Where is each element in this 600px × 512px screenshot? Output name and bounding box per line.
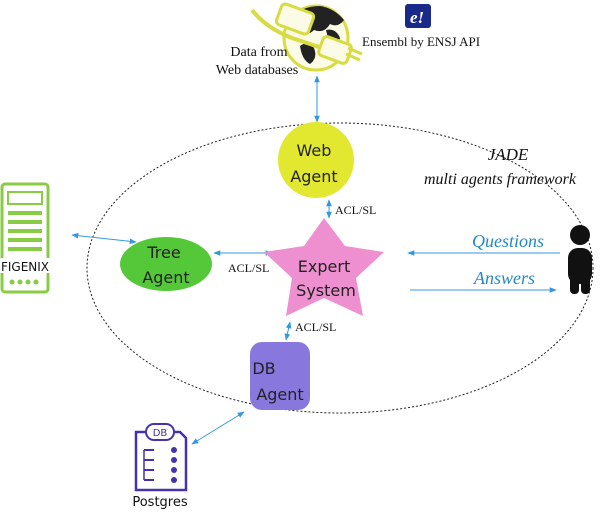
- db-agent-label-line2: Agent: [256, 385, 303, 404]
- db-agent-label-line1: DB: [252, 359, 275, 378]
- db-badge-label: DB: [153, 428, 168, 439]
- database-icon: [134, 423, 188, 492]
- ensembl-logo: e!: [405, 4, 431, 28]
- ensembl-logo-glyph: e!: [410, 8, 424, 27]
- figenix-label: FIGENIX: [1, 260, 49, 274]
- web-agent-label-line2: Agent: [290, 167, 337, 186]
- jade-subtitle: multi agents framework: [424, 171, 577, 188]
- figenix-server-icon: [0, 182, 50, 294]
- ensembl-label: Ensembl by ENSJ API: [362, 34, 480, 49]
- expert-system-label-line1: Expert: [298, 257, 350, 276]
- arrow-db-postgres: [191, 411, 245, 445]
- tree-agent-node: [120, 237, 212, 291]
- protocol-web-expert: ACL/SL: [335, 203, 376, 217]
- web-data-label-line2: Web databases: [216, 63, 298, 78]
- jade-framework-boundary: [86, 122, 594, 414]
- answers-label: Answers: [473, 268, 535, 288]
- web-agent-label-line1: Web: [297, 141, 332, 160]
- user-icon: [568, 225, 592, 294]
- tree-agent-label-line2: Agent: [142, 268, 189, 287]
- web-agent-node: [278, 122, 354, 198]
- globe-icon: [250, 2, 363, 72]
- arrow-expert-db: [284, 321, 292, 341]
- questions-label: Questions: [472, 231, 544, 251]
- protocol-db-expert: ACL/SL: [295, 320, 336, 334]
- db-agent-node: [250, 342, 310, 410]
- postgres-label: Postgres: [132, 495, 188, 510]
- expert-system-node: [264, 218, 384, 316]
- web-data-label-line1: Data from: [230, 45, 287, 60]
- tree-agent-label-line1: Tree: [146, 243, 180, 262]
- expert-system-label-line2: System: [296, 281, 356, 300]
- arrow-figenix-tree: [71, 232, 137, 245]
- protocol-tree-expert: ACL/SL: [228, 261, 269, 275]
- jade-title: JADE: [488, 145, 529, 164]
